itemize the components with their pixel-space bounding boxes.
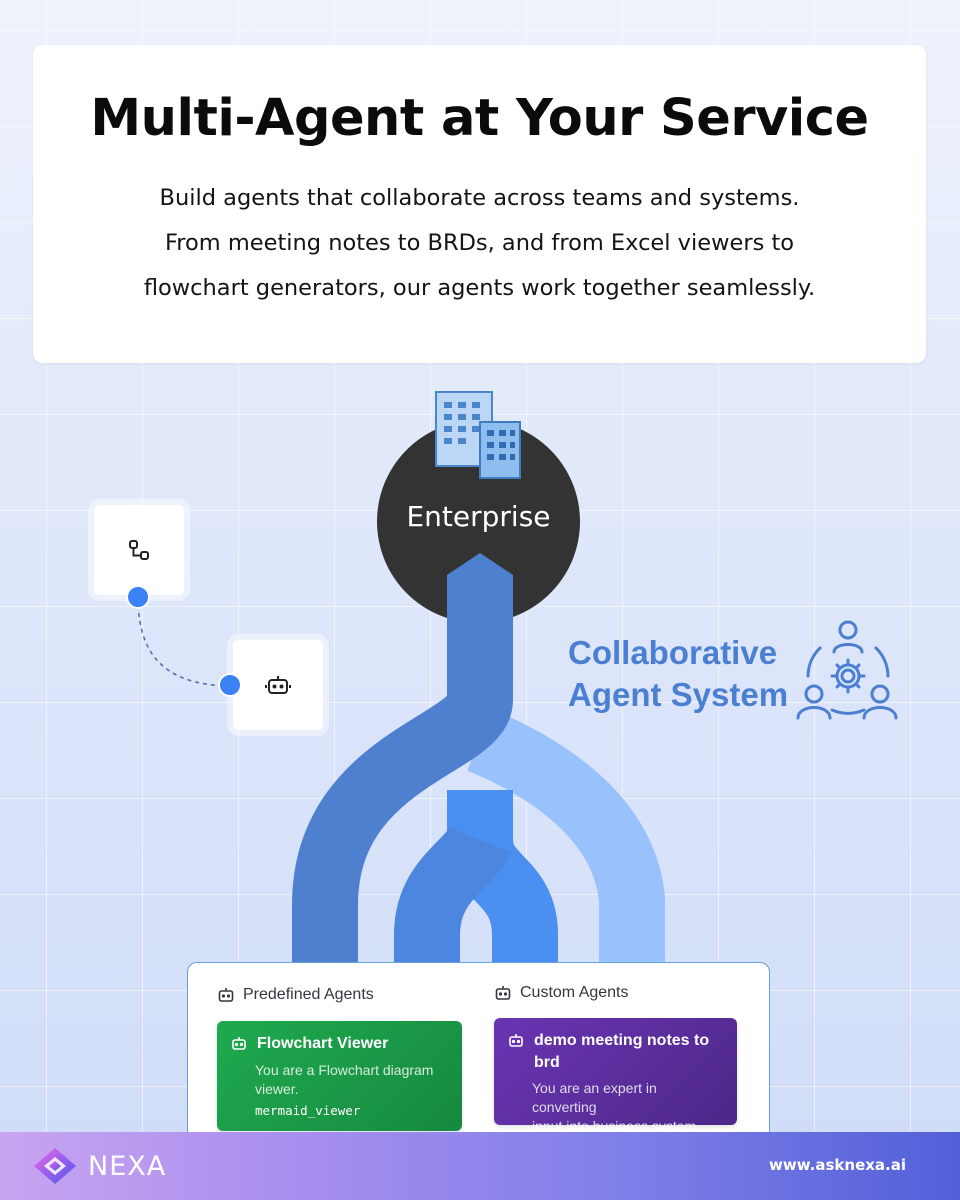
footer-bar: NEXA www.asknexa.ai	[0, 1132, 960, 1200]
website-link[interactable]: www.asknexa.ai	[769, 1156, 906, 1174]
agent-card-tool-id: mermaid_viewer	[255, 1103, 361, 1118]
connector-handle[interactable]	[218, 673, 242, 697]
agent-card-meeting-notes-to-brd[interactable]: demo meeting notes to brd You are an exp…	[494, 1018, 737, 1134]
predefined-agents-title: Predefined Agents	[243, 986, 374, 1003]
workflow-icon	[129, 540, 149, 560]
predefined-agents-header: Predefined Agents	[217, 986, 374, 1004]
team-gear-icon	[796, 620, 898, 720]
agent-card-desc-line: viewer.	[255, 1081, 299, 1097]
collab-label-line: Agent System	[568, 676, 789, 713]
connector-handle[interactable]	[126, 585, 150, 609]
hero-description-line: flowchart generators, our agents work to…	[143, 275, 816, 301]
agent-flow-streams	[292, 600, 665, 962]
robot-icon	[495, 986, 511, 1000]
brand[interactable]: NEXA	[32, 1146, 166, 1186]
stream-mid-left	[394, 824, 511, 962]
agent-card-title: demo meeting notes to brd	[534, 1030, 709, 1074]
collab-label-line: Collaborative	[568, 634, 778, 671]
robot-icon	[509, 1034, 523, 1047]
agent-card-desc-line: You are an expert in converting	[532, 1080, 657, 1115]
agent-card-desc-line: You are a Flowchart diagram	[255, 1062, 434, 1078]
hero-description: Build agents that collaborate across tea…	[80, 176, 880, 311]
stream-dark-main	[292, 600, 513, 962]
agent-card-flowchart-viewer[interactable]: Flowchart Viewer You are a Flowchart dia…	[217, 1021, 462, 1131]
robot-icon	[232, 1037, 246, 1050]
agent-card-title-line: brd	[534, 1054, 560, 1071]
stream-arrow-head	[447, 553, 513, 625]
robot-node[interactable]	[233, 640, 323, 730]
agent-card-description: You are an expert in converting input in…	[532, 1079, 725, 1136]
custom-agents-header: Custom Agents	[494, 984, 629, 1002]
agent-card-title-line: demo meeting notes to	[534, 1032, 710, 1049]
agent-card-desc-line: input into business system...	[532, 1118, 708, 1134]
robot-icon	[218, 988, 234, 1002]
enterprise-label: Enterprise	[406, 500, 551, 533]
agents-panel: Predefined Agents Custom Agents Flowchar…	[187, 962, 770, 1162]
collaborative-agent-label: Collaborative Agent System	[568, 632, 798, 716]
nexa-logo-icon	[34, 1148, 76, 1184]
custom-agents-title: Custom Agents	[520, 984, 629, 1001]
hero-description-line: From meeting notes to BRDs, and from Exc…	[164, 230, 795, 256]
hero-card: Multi-Agent at Your Service Build agents…	[33, 45, 926, 363]
hero-title: Multi-Agent at Your Service	[90, 89, 869, 148]
hero-description-line: Build agents that collaborate across tea…	[159, 185, 800, 211]
workflow-node[interactable]	[94, 505, 184, 595]
buildings-icon	[435, 391, 521, 479]
stream-light	[467, 709, 665, 962]
robot-icon	[265, 676, 291, 694]
agent-card-description: You are a Flowchart diagram viewer.	[255, 1061, 450, 1099]
node-connector	[137, 596, 231, 687]
brand-name: NEXA	[88, 1150, 167, 1182]
agent-card-title: Flowchart Viewer	[257, 1035, 389, 1052]
